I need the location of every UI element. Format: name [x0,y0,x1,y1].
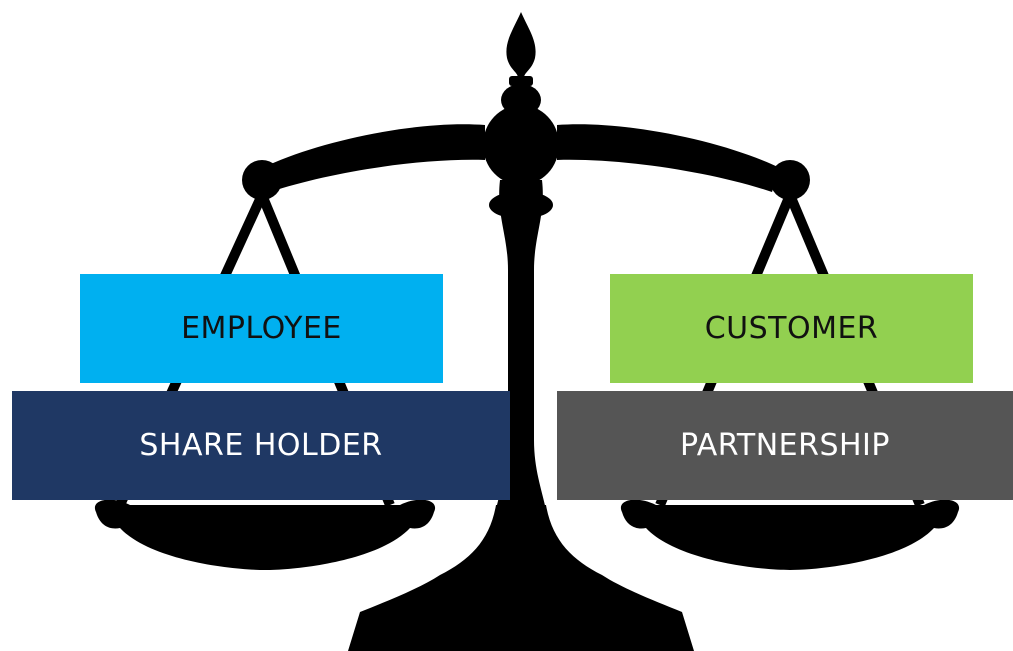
shareholder-label: SHARE HOLDER [139,428,383,463]
scale-finial [506,12,536,78]
scale-base [348,505,694,651]
scale-beam [262,124,485,192]
customer-label: CUSTOMER [704,311,879,346]
scale-pivot [483,105,559,185]
customer-box: CUSTOMER [610,274,973,383]
scale-beam-right [557,124,780,192]
scale-finial-collar [509,76,533,86]
scale-beam-end-right [770,160,810,200]
employee-box: EMPLOYEE [80,274,443,383]
employee-label: EMPLOYEE [181,311,342,346]
scale-column-ring [489,191,553,219]
partnership-label: PARTNERSHIP [680,428,890,463]
scale-pan-right [620,499,960,570]
scale-beam-end-left [242,160,282,200]
shareholder-box: SHARE HOLDER [12,391,510,500]
partnership-box: PARTNERSHIP [557,391,1013,500]
scale-pan-left [94,499,436,570]
